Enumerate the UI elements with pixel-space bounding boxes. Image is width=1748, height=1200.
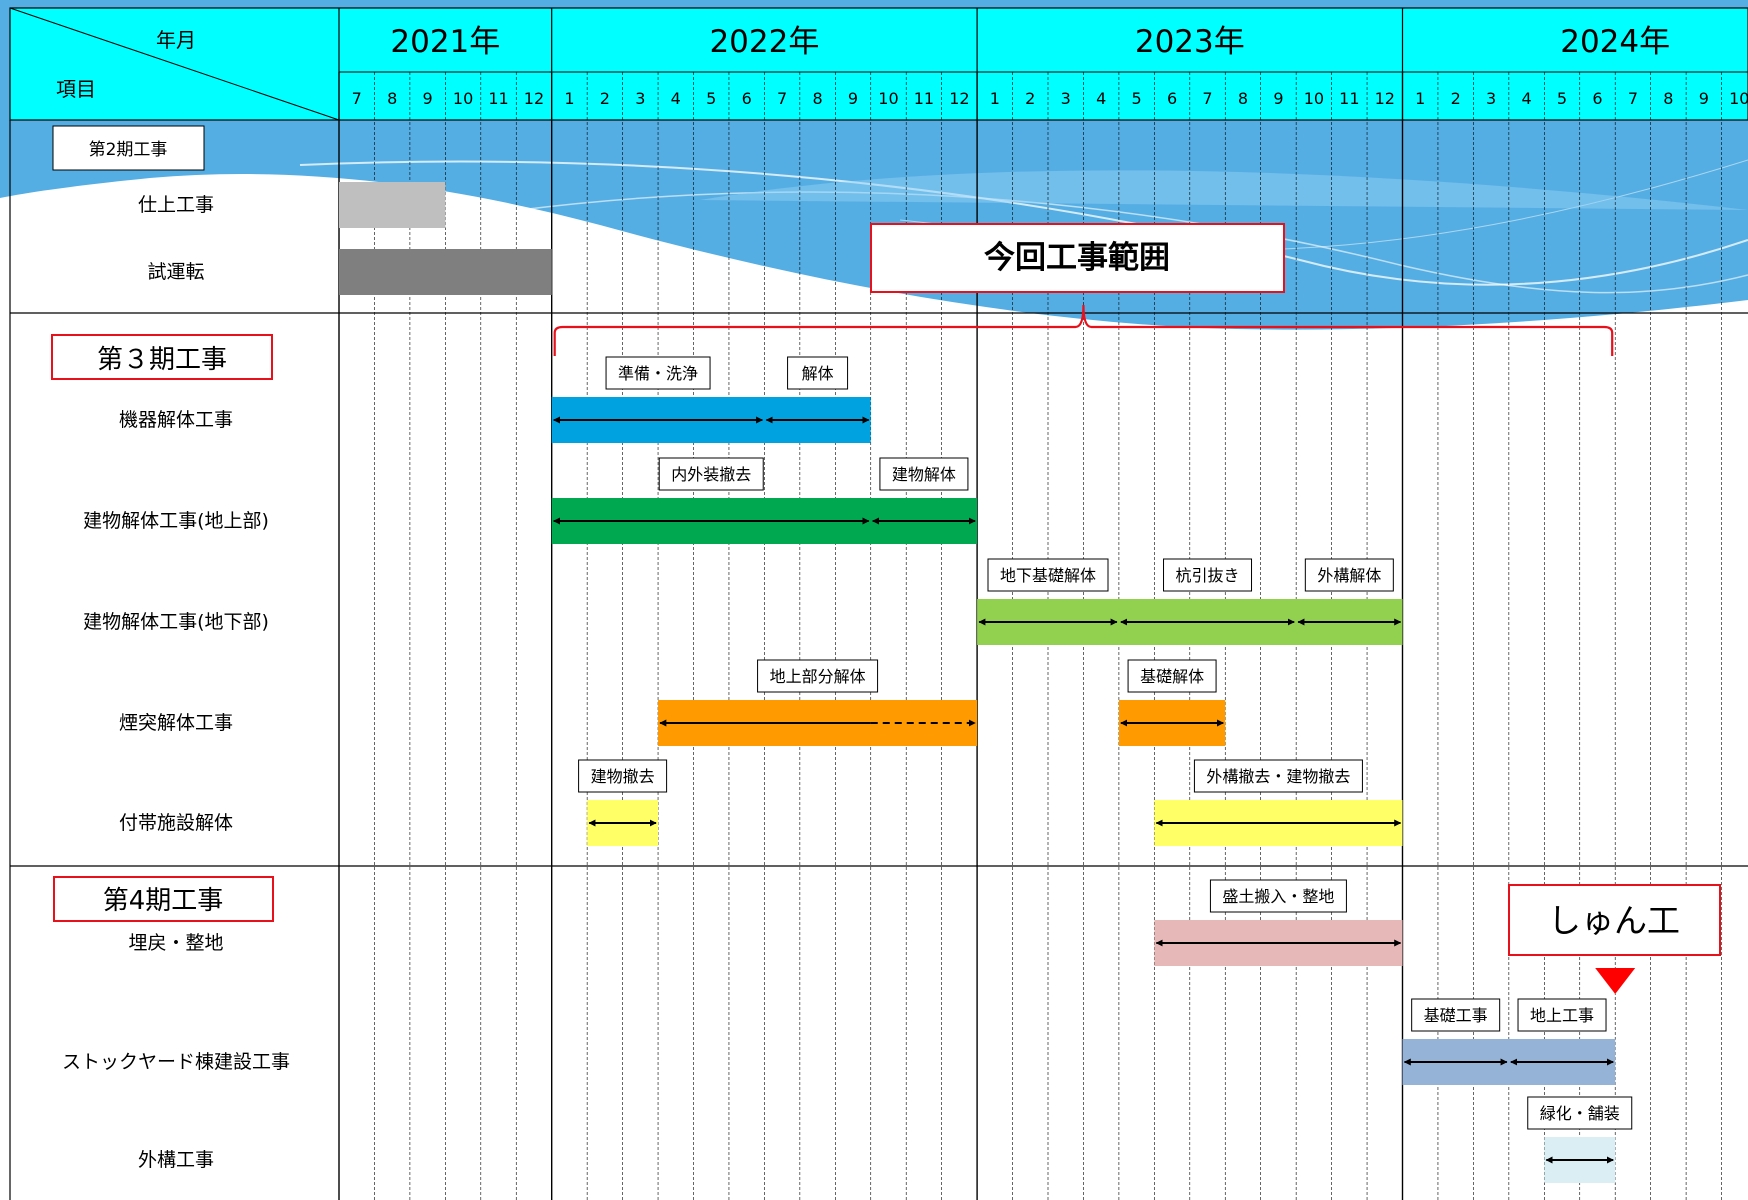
- corner-label-item: 項目: [56, 77, 96, 101]
- month-label: 8: [1238, 89, 1248, 108]
- month-label: 11: [914, 89, 934, 108]
- completion-marker: しゅん工: [1509, 885, 1720, 994]
- task-bar-trial: [339, 249, 552, 295]
- month-label: 5: [1132, 89, 1142, 108]
- month-label: 4: [1521, 89, 1531, 108]
- row-label-chimney: 煙突解体工事: [119, 712, 233, 734]
- year-label: 2023年: [1135, 24, 1245, 60]
- row-label-aux: 付帯施設解体: [119, 812, 233, 834]
- task-bar-finish: [339, 182, 445, 228]
- task-label: 解体: [802, 364, 834, 383]
- year-label: 2021年: [390, 24, 500, 60]
- row-label-bldg_down: 建物解体工事(地下部): [83, 611, 269, 633]
- month-label: 9: [423, 89, 433, 108]
- row-label-stockyard: ストックヤード棟建設工事: [62, 1051, 290, 1073]
- month-label: 11: [488, 89, 508, 108]
- month-label: 4: [671, 89, 681, 108]
- completion-triangle-icon: [1595, 968, 1635, 994]
- month-label: 1: [990, 89, 1000, 108]
- chart-header: 年月 項目 2021年2022年2023年2024年 7891011121234…: [10, 8, 1748, 120]
- month-label: 2: [600, 89, 610, 108]
- task-label: 地上部分解体: [770, 667, 866, 686]
- task-label: 基礎工事: [1424, 1006, 1488, 1025]
- month-label: 1: [1415, 89, 1425, 108]
- month-label: 12: [949, 89, 969, 108]
- month-label: 9: [848, 89, 858, 108]
- month-label: 3: [635, 89, 645, 108]
- row-label-equip: 機器解体工事: [119, 409, 233, 431]
- task-label: 外構撤去・建物撤去: [1206, 767, 1350, 786]
- row-label-bldg_up: 建物解体工事(地上部): [83, 510, 269, 532]
- row-label-exterior: 外構工事: [138, 1149, 214, 1171]
- task-label: 建物解体: [892, 465, 956, 484]
- month-label: 10: [453, 89, 473, 108]
- task-label: 地上工事: [1530, 1006, 1594, 1025]
- month-label: 5: [1557, 89, 1567, 108]
- month-label: 5: [706, 89, 716, 108]
- row-label-finish: 仕上工事: [138, 194, 214, 216]
- month-label: 7: [777, 89, 787, 108]
- month-label: 2: [1451, 89, 1461, 108]
- month-label: 4: [1096, 89, 1106, 108]
- month-label: 7: [352, 89, 362, 108]
- month-label: 9: [1699, 89, 1709, 108]
- month-label: 8: [1663, 89, 1673, 108]
- corner-label-yearmonth: 年月: [156, 28, 196, 52]
- month-label: 7: [1628, 89, 1638, 108]
- month-label: 9: [1273, 89, 1283, 108]
- month-label: 11: [1339, 89, 1359, 108]
- task-label: 盛土搬入・整地: [1222, 887, 1334, 906]
- task-label: 杭引抜き: [1176, 566, 1240, 585]
- task-label: 準備・洗浄: [618, 364, 698, 383]
- month-label: 8: [812, 89, 822, 108]
- month-label: 6: [1167, 89, 1177, 108]
- section-phase2: 第2期工事: [89, 140, 168, 160]
- task-label: 建物撤去: [591, 767, 655, 786]
- year-label: 2024年: [1560, 24, 1670, 60]
- scope-label: 今回工事範囲: [984, 240, 1170, 276]
- row-label-backfill: 埋戻・整地: [128, 932, 223, 954]
- month-label: 6: [742, 89, 752, 108]
- month-label: 6: [1592, 89, 1602, 108]
- month-label: 3: [1486, 89, 1496, 108]
- month-label: 10: [1729, 89, 1748, 108]
- month-label: 2: [1025, 89, 1035, 108]
- task-label: 地下基礎解体: [1000, 566, 1096, 585]
- section-phase3: 第３期工事: [97, 345, 227, 375]
- task-label: 基礎解体: [1140, 667, 1204, 686]
- completion-label: しゅん工: [1548, 901, 1680, 940]
- row-labels: 第2期工事 第３期工事 第4期工事 仕上工事試運転機器解体工事建物解体工事(地上…: [52, 126, 290, 1171]
- month-label: 12: [524, 89, 544, 108]
- month-label: 8: [387, 89, 397, 108]
- month-label: 1: [564, 89, 574, 108]
- month-label: 7: [1202, 89, 1212, 108]
- month-label: 3: [1061, 89, 1071, 108]
- month-label: 12: [1375, 89, 1395, 108]
- month-label: 10: [1304, 89, 1324, 108]
- row-label-trial: 試運転: [147, 261, 204, 283]
- task-label: 内外装撤去: [671, 465, 751, 484]
- task-label: 緑化・舗装: [1540, 1104, 1620, 1123]
- year-label: 2022年: [709, 24, 819, 60]
- month-label: 10: [878, 89, 898, 108]
- task-label: 外構解体: [1317, 566, 1381, 585]
- section-phase4: 第4期工事: [103, 886, 224, 916]
